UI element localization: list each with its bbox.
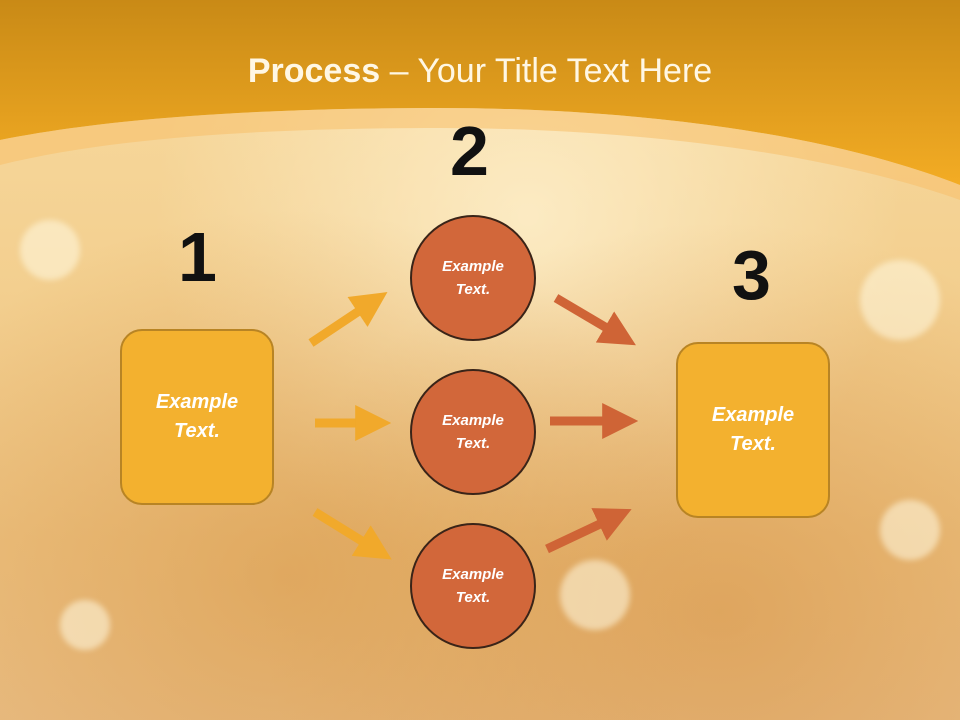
process-circle-top: Example Text. bbox=[410, 215, 536, 341]
header-band bbox=[0, 0, 960, 200]
step-number-3: 3 bbox=[732, 236, 771, 314]
step-box-1: Example Text. bbox=[120, 329, 274, 505]
step-box-1-text: Example Text. bbox=[155, 391, 239, 442]
title-rest: – Your Title Text Here bbox=[380, 52, 713, 90]
bokeh-light bbox=[860, 260, 940, 340]
step-box-3: Example Text. bbox=[676, 342, 830, 518]
bokeh-light bbox=[20, 220, 80, 280]
arrow-from-top-circle bbox=[553, 294, 636, 346]
process-circle-top-text: Example Text. bbox=[442, 258, 504, 298]
process-circle-middle: Example Text. bbox=[410, 369, 536, 495]
arrow-from-bottom-circle bbox=[545, 508, 632, 554]
bokeh-light bbox=[880, 500, 940, 560]
arrow-to-top-circle bbox=[308, 292, 388, 347]
bokeh-light bbox=[560, 560, 630, 630]
bokeh-light bbox=[60, 600, 110, 650]
step-box-3-text: Example Text. bbox=[711, 404, 795, 455]
slide-title: Process – Your Title Text Here bbox=[0, 52, 960, 91]
step-number-2: 2 bbox=[450, 112, 489, 190]
arrow-to-bottom-circle bbox=[312, 508, 392, 560]
process-circle-middle-text: Example Text. bbox=[442, 412, 504, 452]
process-circle-bottom-text: Example Text. bbox=[442, 566, 504, 606]
step-number-1: 1 bbox=[178, 218, 217, 296]
title-bold: Process bbox=[247, 52, 381, 90]
process-circle-bottom: Example Text. bbox=[410, 523, 536, 649]
